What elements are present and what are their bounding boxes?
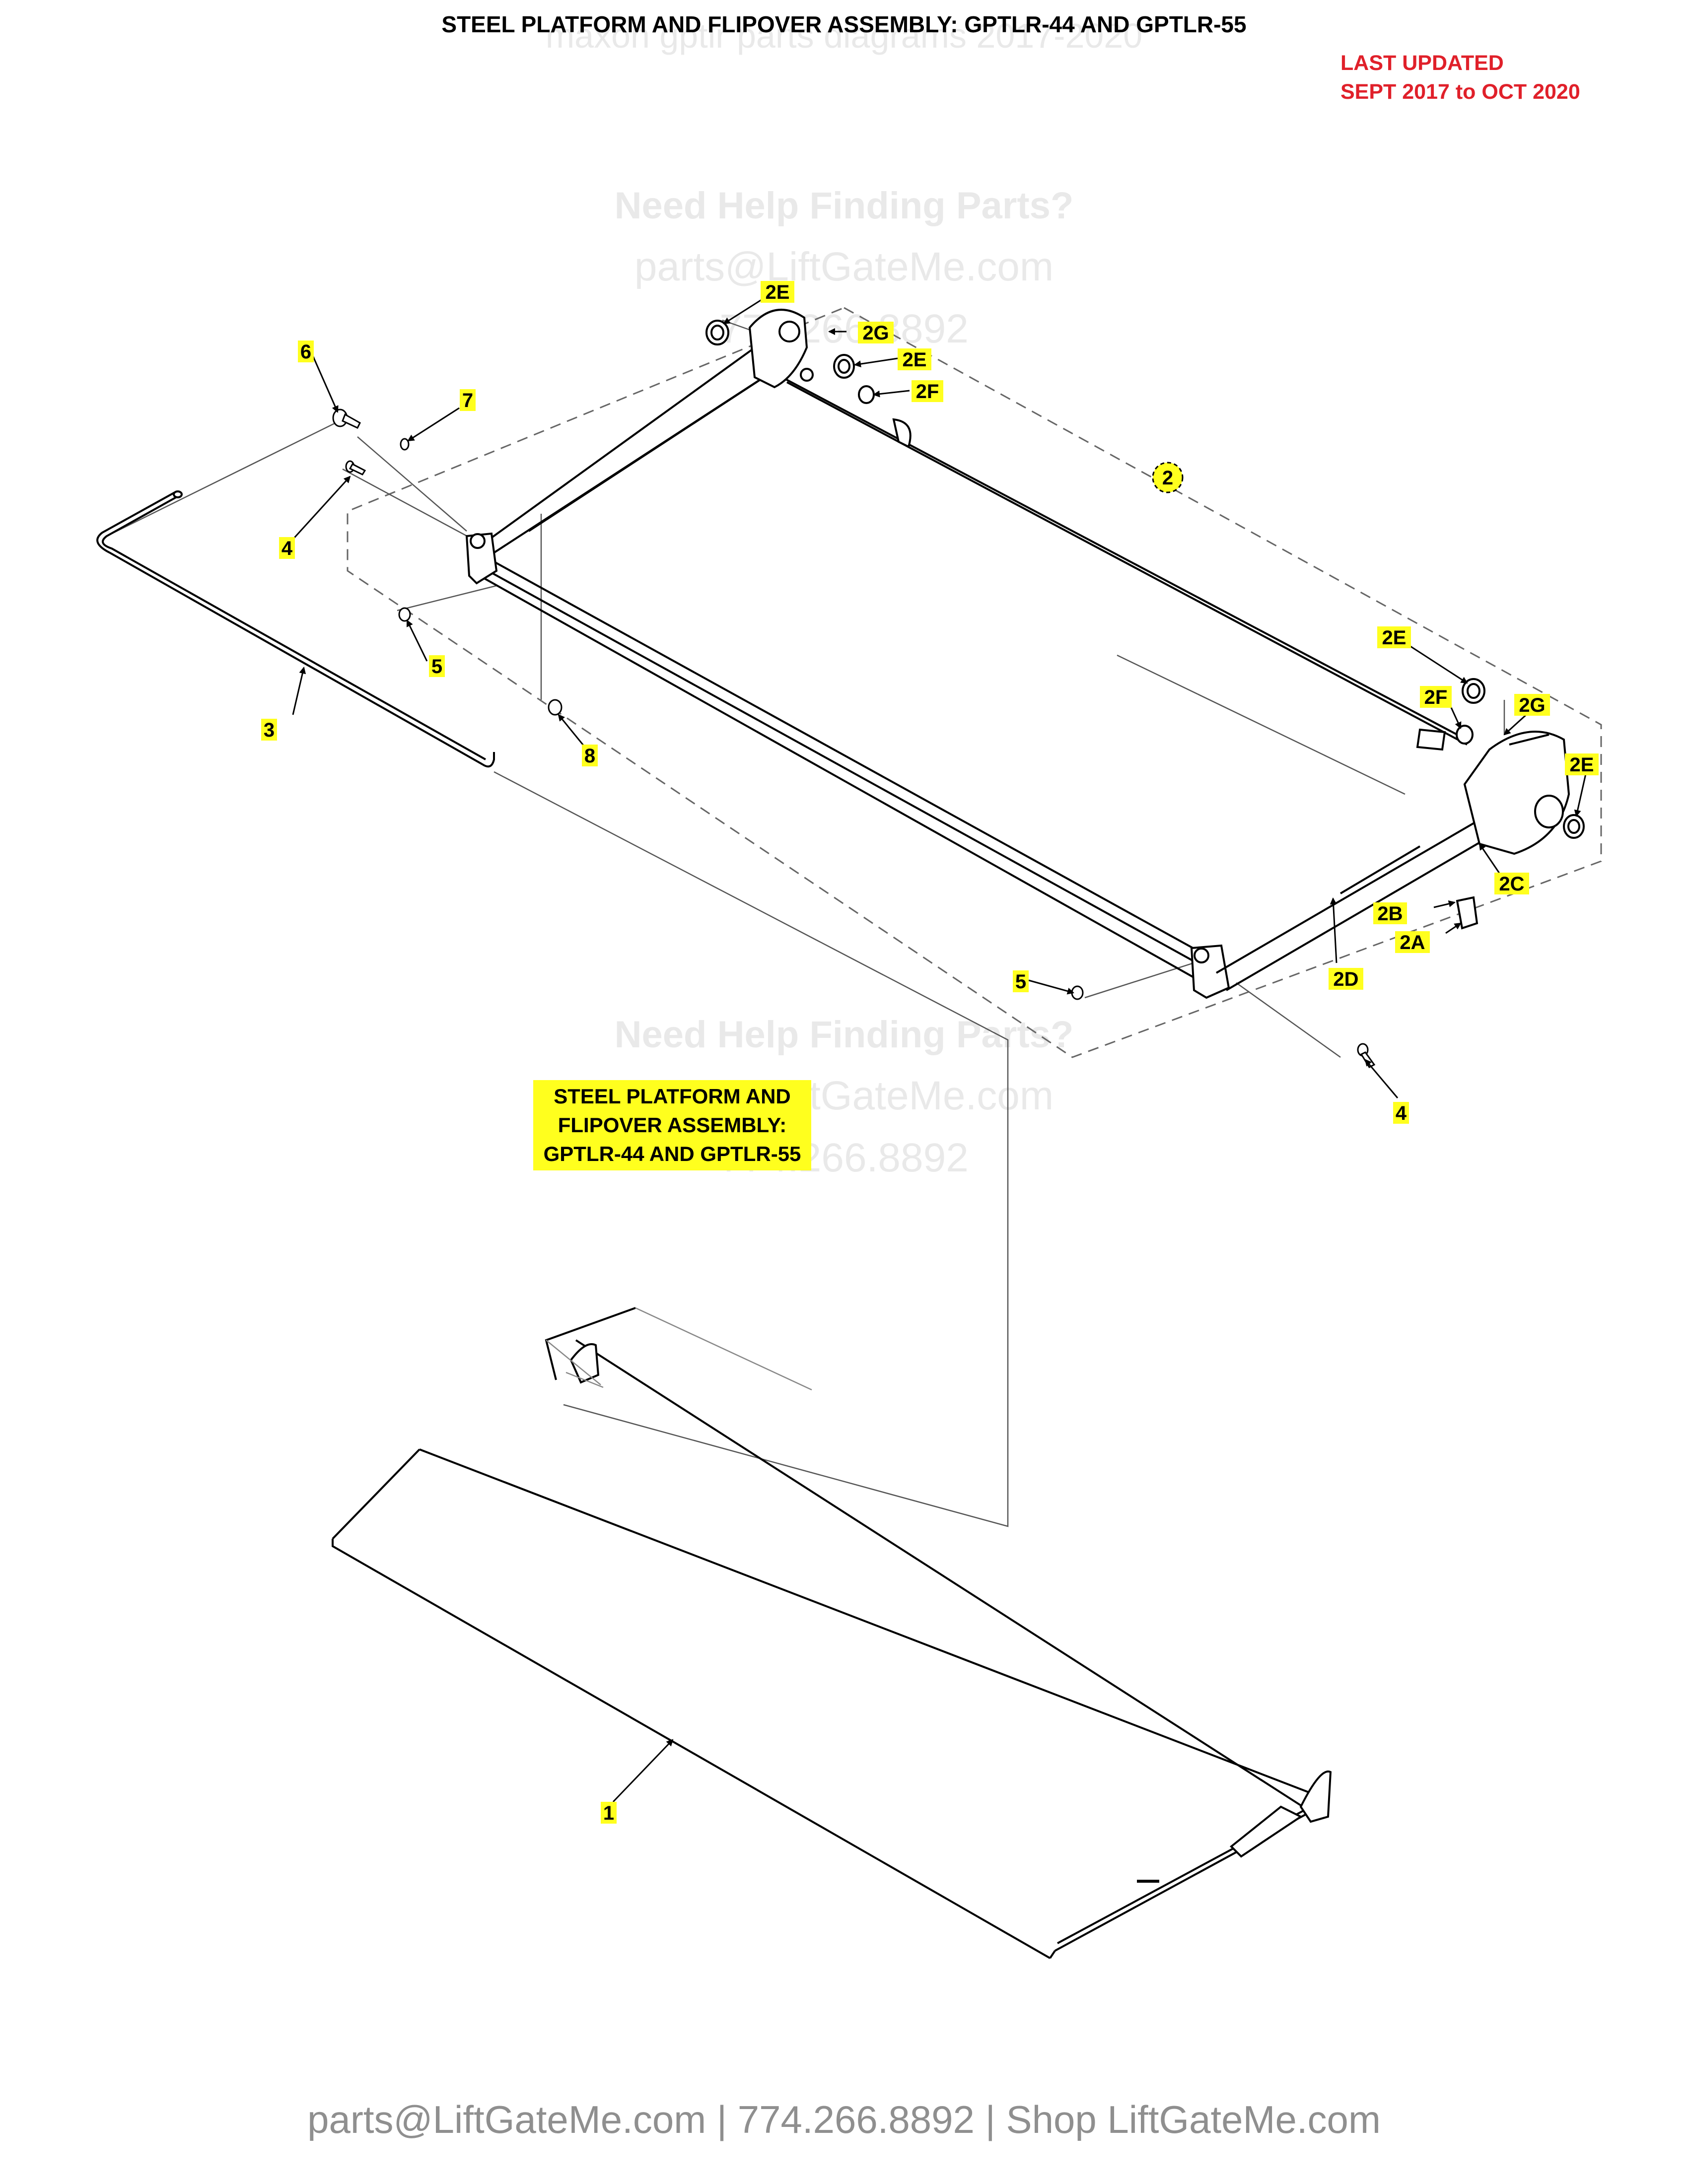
callout-2e-top2: 2E <box>898 348 931 371</box>
svg-text:2D: 2D <box>1333 968 1358 990</box>
last-updated-range: SEPT 2017 to OCT 2020 <box>1340 80 1580 104</box>
svg-text:2B: 2B <box>1377 903 1403 925</box>
svg-text:3: 3 <box>264 719 275 741</box>
platform-part-1 <box>332 1307 1332 1959</box>
callout-2: 2 <box>1152 462 1184 493</box>
callout-2e-top1: 2E <box>761 281 794 303</box>
svg-text:Need Help Finding Parts?: Need Help Finding Parts? <box>615 185 1074 227</box>
svg-text:2E: 2E <box>766 281 790 303</box>
callout-2e-right2: 2E <box>1565 753 1599 776</box>
page-title: STEEL PLATFORM AND FLIPOVER ASSEMBLY: GP… <box>441 11 1247 37</box>
last-updated-label: LAST UPDATED <box>1340 51 1504 75</box>
leader-lines <box>106 319 1505 1527</box>
callout-arrows <box>289 297 1587 1803</box>
assembly-label-line-1: STEEL PLATFORM AND <box>554 1085 791 1108</box>
callout-7: 7 <box>460 389 476 411</box>
callout-1: 1 <box>601 1802 617 1824</box>
callout-labels: 6 7 4 5 3 8 1 5 4 2 2E 2G 2E 2F 2E 2F 2G… <box>261 281 1599 1824</box>
callout-2f-right: 2F <box>1420 686 1452 708</box>
assembly-label-line-2: FLIPOVER ASSEMBLY: <box>558 1113 787 1137</box>
callout-2a: 2A <box>1395 931 1430 954</box>
callout-5-left: 5 <box>429 655 445 678</box>
svg-text:5: 5 <box>1015 971 1026 993</box>
last-updated-note: LAST UPDATED SEPT 2017 to OCT 2020 <box>1340 49 1580 106</box>
svg-text:2G: 2G <box>862 322 889 344</box>
rod-part-3 <box>96 490 495 768</box>
svg-text:2E: 2E <box>1570 754 1594 776</box>
svg-text:5: 5 <box>431 656 442 678</box>
svg-text:7: 7 <box>462 390 473 411</box>
svg-text:2C: 2C <box>1499 873 1524 895</box>
watermark-top: Need Help Finding Parts? parts@LiftGateM… <box>615 185 1074 351</box>
callout-2d: 2D <box>1329 968 1363 990</box>
callout-4-left: 4 <box>279 537 295 559</box>
flipover-frame-part-2 <box>465 309 1585 999</box>
svg-text:2G: 2G <box>1519 694 1545 716</box>
callout-6: 6 <box>298 341 314 363</box>
faint-subtitle: maxon gptlr parts diagrams 2017-2020 <box>546 16 1142 55</box>
callout-2f-top: 2F <box>912 380 943 403</box>
svg-text:6: 6 <box>300 341 311 363</box>
callout-2g-top: 2G <box>858 322 894 344</box>
assembly-label-box: STEEL PLATFORM AND FLIPOVER ASSEMBLY: GP… <box>533 1080 811 1170</box>
assembly-2-boundary <box>347 307 1602 1058</box>
svg-text:2E: 2E <box>1382 627 1407 649</box>
callout-2e-right1: 2E <box>1377 626 1411 649</box>
svg-text:2F: 2F <box>1424 686 1448 708</box>
svg-text:2E: 2E <box>903 349 927 371</box>
callout-2c: 2C <box>1494 873 1529 895</box>
svg-text:4: 4 <box>1396 1102 1407 1124</box>
platform-hint-lines <box>546 1307 812 1391</box>
callout-2b: 2B <box>1373 902 1407 925</box>
callout-3: 3 <box>261 719 277 741</box>
assembly-label-line-3: GPTLR-44 AND GPTLR-55 <box>543 1142 801 1165</box>
svg-text:2: 2 <box>1162 467 1173 489</box>
callout-8: 8 <box>582 745 598 767</box>
svg-text:1: 1 <box>603 1802 614 1824</box>
svg-text:4: 4 <box>281 538 293 559</box>
footer-contact[interactable]: parts@LiftGateMe.com | 774.266.8892 | Sh… <box>307 2098 1381 2141</box>
svg-text:2F: 2F <box>916 381 939 403</box>
callout-4-right: 4 <box>1393 1102 1409 1124</box>
hardware-small <box>332 409 1376 1068</box>
svg-text:8: 8 <box>584 745 595 767</box>
svg-text:parts@LiftGateMe.com: parts@LiftGateMe.com <box>634 244 1054 289</box>
callout-2g-right: 2G <box>1514 694 1550 716</box>
svg-text:Need Help Finding Parts?: Need Help Finding Parts? <box>615 1014 1074 1056</box>
svg-text:2A: 2A <box>1400 932 1425 954</box>
callout-5-right: 5 <box>1013 970 1029 993</box>
